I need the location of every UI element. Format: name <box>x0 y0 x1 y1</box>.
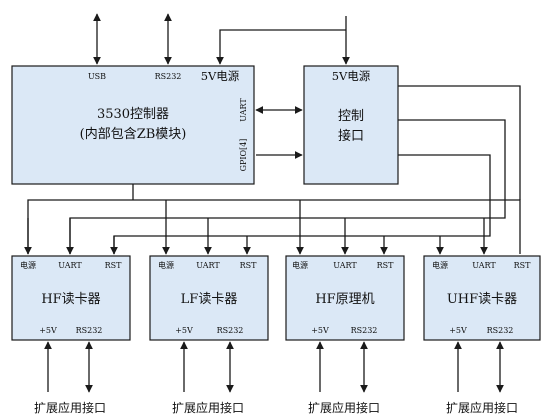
controller-title: 3530控制器 <box>97 107 169 122</box>
module-uart-label: UART <box>472 261 496 270</box>
module-rs232-label: RS232 <box>217 326 244 335</box>
module-expansion-port-label: 扩展应用接口 <box>172 400 244 415</box>
power-feed-controller <box>216 29 346 65</box>
module-rs232-label: RS232 <box>351 326 378 335</box>
controller-gpio-label: GPIO[4] <box>239 139 248 172</box>
module-rst-label: RST <box>514 261 532 270</box>
module-uart-label: UART <box>196 261 220 270</box>
control-interface-title-line2: 接口 <box>338 128 364 144</box>
controller-subtitle: (内部包含ZB模块) <box>80 126 187 142</box>
module-uhf-reader <box>423 255 541 341</box>
control-interface-power-label: 5V电源 <box>332 69 371 83</box>
controller-rs232-label: RS232 <box>155 72 182 81</box>
module-5v-label: +5V <box>39 326 57 335</box>
module-power-label: 电源 <box>292 260 308 270</box>
module-uart-label: UART <box>58 261 82 270</box>
module-expansion-port-label: 扩展应用接口 <box>308 400 380 415</box>
control-interface-title-line1: 控制 <box>338 109 364 124</box>
controller-usb-label: USB <box>88 72 106 81</box>
module-expansion-port-label: 扩展应用接口 <box>34 400 106 415</box>
module-hf-reader <box>11 255 131 341</box>
controller-box <box>11 65 255 185</box>
module-5v-label: +5V <box>311 326 329 335</box>
module-rst-label: RST <box>105 261 123 270</box>
power-bus <box>27 199 521 254</box>
control-interface-box <box>303 65 399 185</box>
module-title: HF读卡器 <box>41 292 100 307</box>
module-5v-label: +5V <box>449 326 467 335</box>
module-power-label: 电源 <box>432 260 448 270</box>
module-title: LF读卡器 <box>181 292 238 307</box>
module-power-label: 电源 <box>20 260 36 270</box>
module-lf-reader <box>149 255 269 341</box>
control-power-bus <box>398 85 521 200</box>
module-rs232-label: RS232 <box>76 326 103 335</box>
module-expansion-port-label: 扩展应用接口 <box>446 400 518 415</box>
module-title: UHF读卡器 <box>447 292 517 307</box>
module-uart-label: UART <box>333 261 357 270</box>
controller-power-label: 5V电源 <box>201 69 240 83</box>
module-rs232-label: RS232 <box>487 326 514 335</box>
module-rst-label: RST <box>377 261 395 270</box>
module-title: HF原理机 <box>315 292 374 307</box>
module-power-label: 电源 <box>158 260 174 270</box>
controller-uart-label: UART <box>239 98 248 122</box>
module-rst-label: RST <box>240 261 258 270</box>
module-hf-prototype <box>285 255 405 341</box>
module-5v-label: +5V <box>175 326 193 335</box>
